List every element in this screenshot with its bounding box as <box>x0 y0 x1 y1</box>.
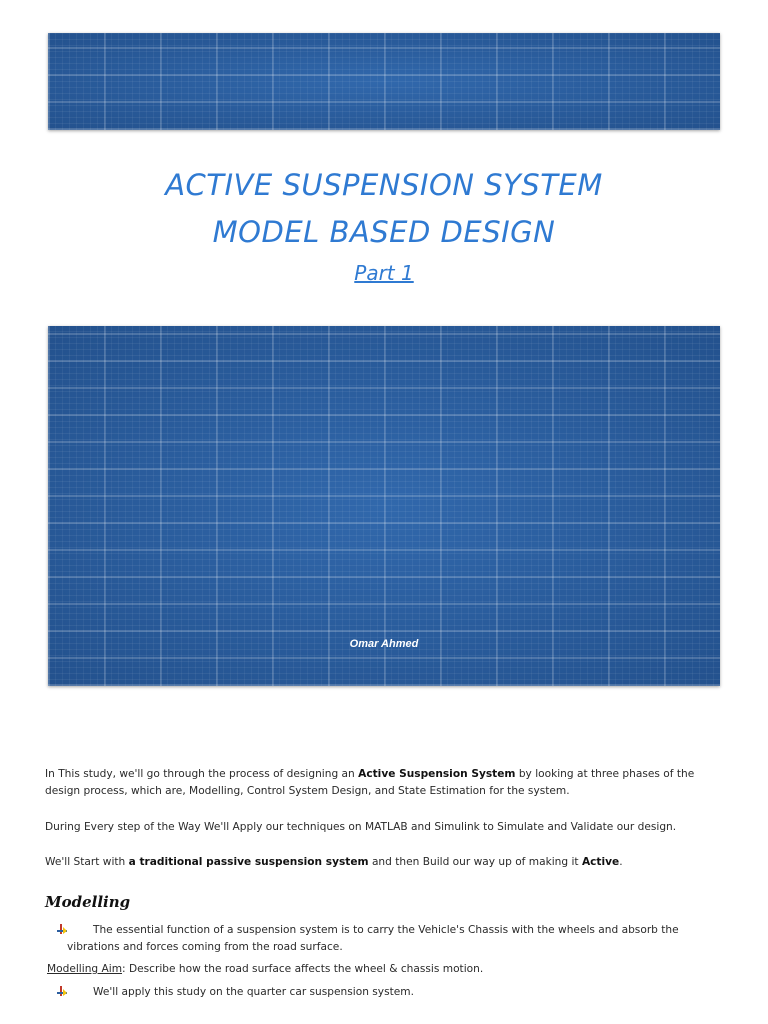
author-name: Omar Ahmed <box>349 638 419 650</box>
every-step-paragraph: During Every step of the Way We'll Apply… <box>45 821 677 833</box>
arrow-bullet-icon <box>57 924 67 934</box>
start-bold-2: Active <box>581 856 620 868</box>
bullet-text: We'll apply this study on the quarter ca… <box>93 986 414 998</box>
document-title-line-2: MODEL BASED DESIGN <box>212 215 556 249</box>
start-with-paragraph: We'll Start with a traditional passive s… <box>45 854 725 871</box>
start-text-1: We'll Start with <box>45 856 129 868</box>
start-text-3: . <box>619 856 623 868</box>
bullet-item: We'll apply this study on the quarter ca… <box>57 984 725 1001</box>
intro-text-2: by looking at three phases of the design… <box>45 768 695 797</box>
modelling-heading: Modelling <box>45 893 131 911</box>
intro-text-1: In This study, we'll go through the proc… <box>45 768 359 780</box>
document-subtitle: Part 1 <box>354 261 414 285</box>
modelling-aim-label: Modelling Aim <box>47 963 123 975</box>
bullet-text: The essential function of a suspension s… <box>67 924 679 953</box>
cover-image: Omar Ahmed <box>48 326 720 686</box>
start-bold-1: a traditional passive suspension system <box>128 856 369 868</box>
arrow-bullet-icon <box>57 986 67 996</box>
intro-paragraph: In This study, we'll go through the proc… <box>45 766 725 800</box>
header-banner-image <box>48 33 720 130</box>
modelling-aim-text: : Describe how the road surface affects … <box>122 963 484 975</box>
modelling-aim-row: Modelling Aim: Describe how the road sur… <box>45 961 483 978</box>
document-title-line-1: ACTIVE SUSPENSION SYSTEM <box>165 168 603 202</box>
start-text-2: and then Build our way up of making it <box>368 856 582 868</box>
intro-bold-1: Active Suspension System <box>358 768 516 780</box>
bullet-item: The essential function of a suspension s… <box>57 922 725 956</box>
